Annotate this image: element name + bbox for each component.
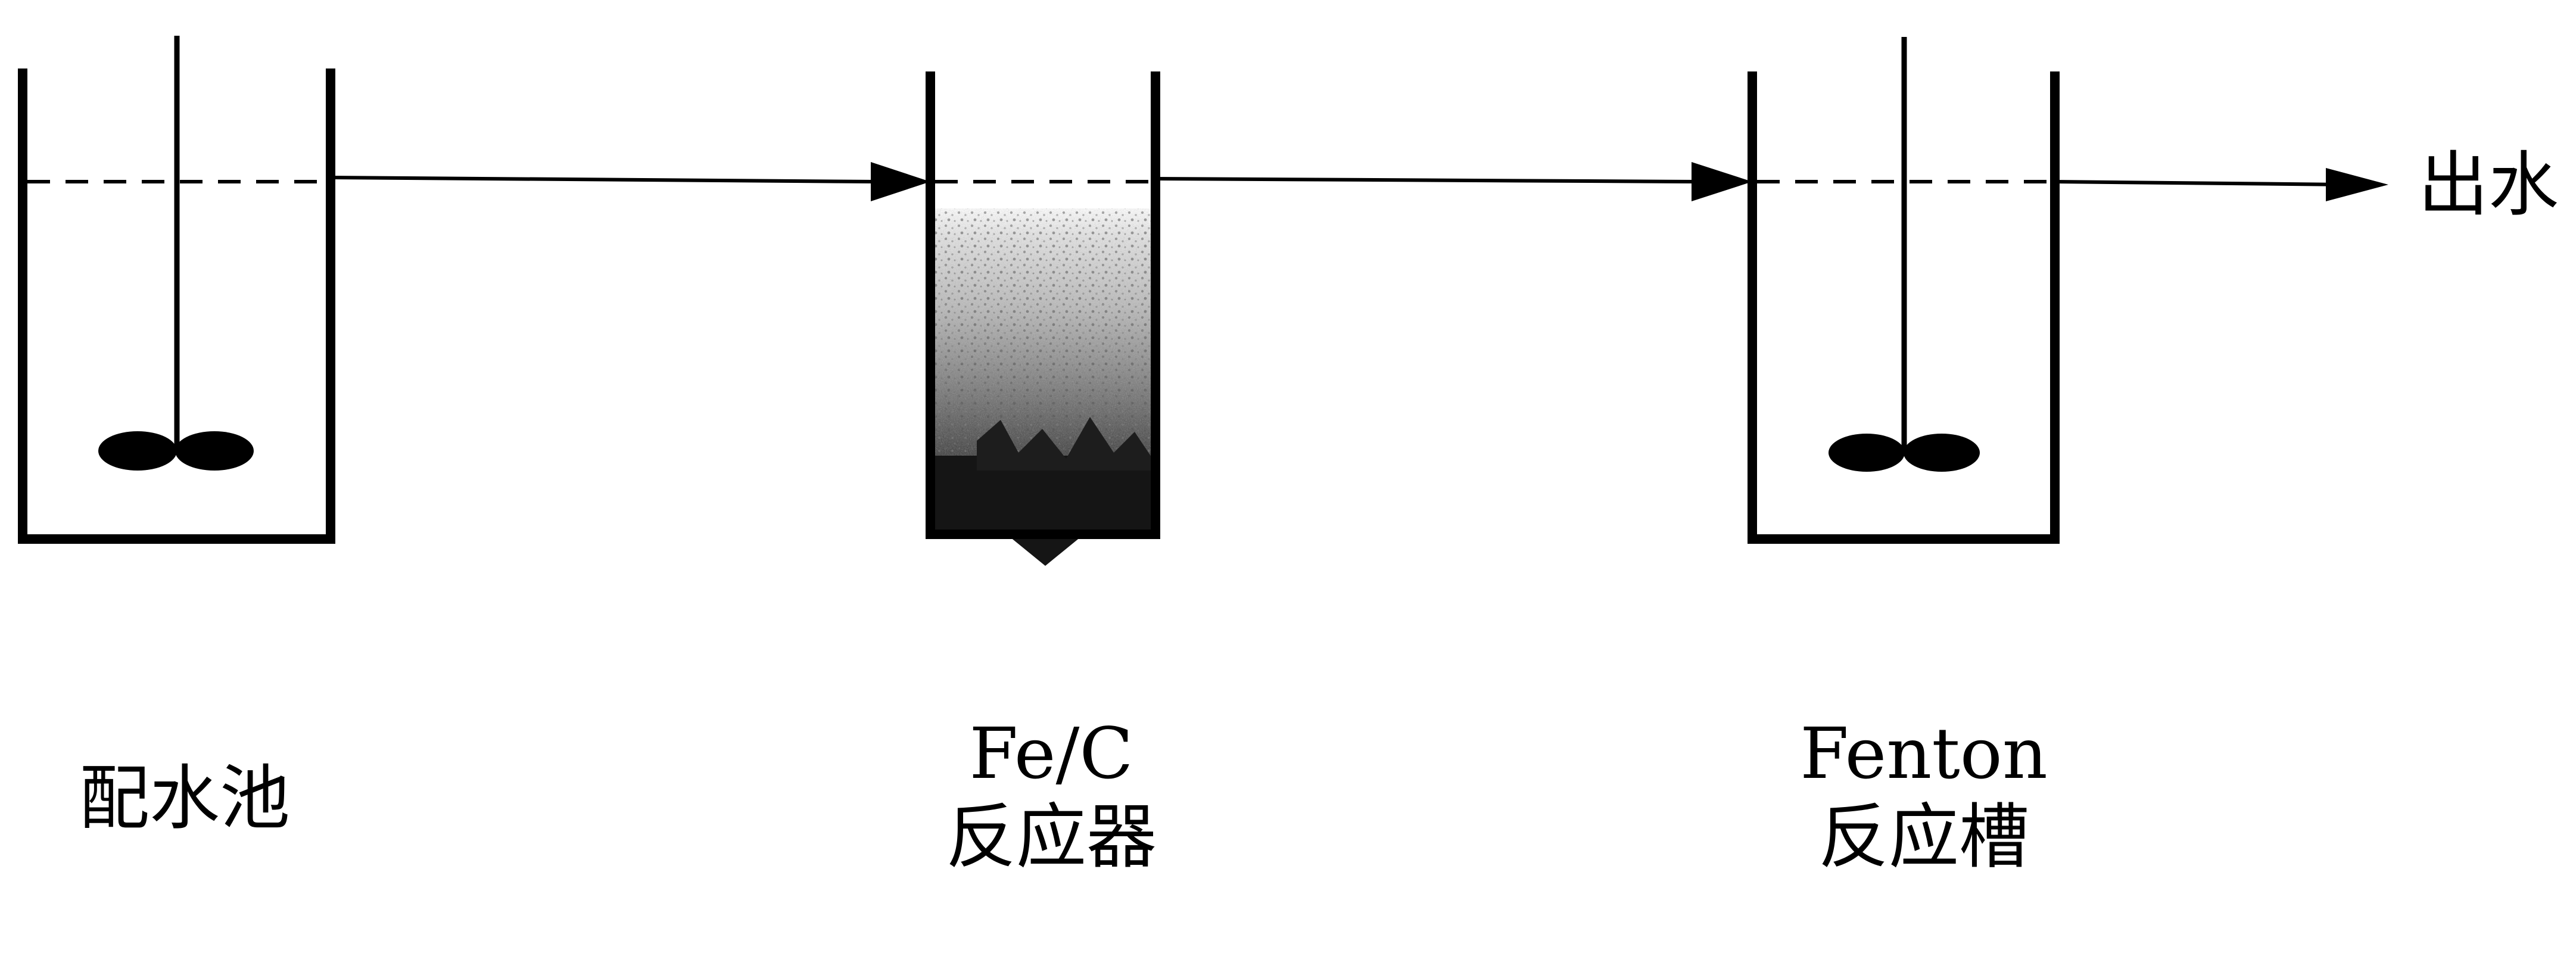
flow-arrow-outflow [2054, 168, 2388, 201]
tank-mixing-pool-label: 配水池 [60, 756, 310, 840]
tank-fenton-reactor-name-line1: Fenton [1800, 712, 2048, 795]
tank-fenton-reactor-name-line2: 反应槽 [1818, 796, 2029, 878]
tank-mixing-pool-name: 配水池 [79, 757, 290, 839]
tank-fe-c-reactor-wall [926, 71, 1160, 539]
flow-arrow-2 [1155, 162, 1752, 201]
tank-fenton-reactor-label: Fenton 反应槽 [1787, 712, 2061, 879]
tank-fe-c-reactor [926, 71, 1160, 566]
tank-fenton-reactor [1748, 37, 2060, 544]
tank-fe-c-reactor-label: Fe/C 反应器 [914, 712, 1188, 879]
tank-mixing-pool-wall [18, 68, 335, 544]
stirrer-icon [1829, 37, 1980, 472]
flow-arrow-1 [330, 162, 930, 201]
reactor-packing [930, 208, 1155, 566]
tank-mixing-pool [18, 36, 335, 544]
outflow-label: 出水 [2418, 143, 2576, 226]
outflow-label-text: 出水 [2418, 144, 2559, 226]
tank-fe-c-reactor-name-line1: Fe/C [969, 712, 1133, 795]
stirrer-icon [98, 36, 254, 471]
tank-fenton-reactor-wall [1748, 71, 2060, 544]
tank-fe-c-reactor-name-line2: 反应器 [945, 796, 1157, 878]
